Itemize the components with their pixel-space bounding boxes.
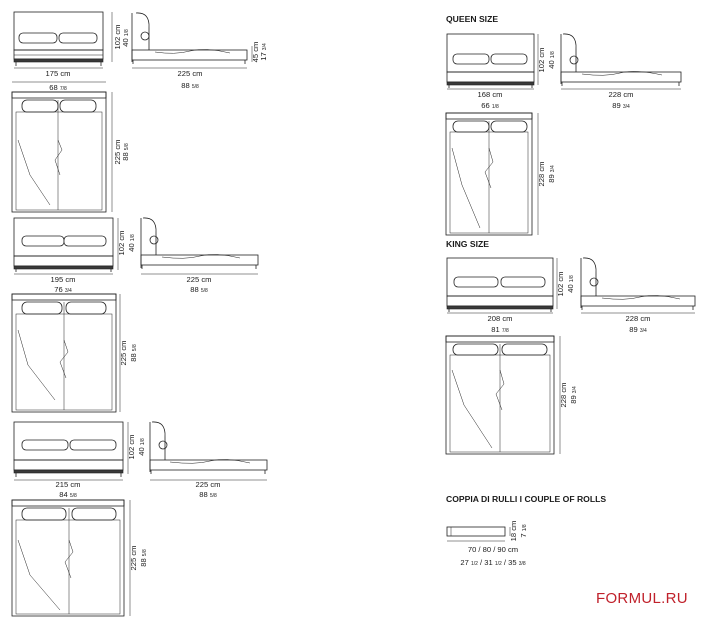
bed-195-plan-length-in: 88 5/8 (129, 344, 138, 362)
bed-195-side-length-in: 88 5/8 (190, 285, 208, 294)
queen-front-height: 102 cm (537, 48, 546, 73)
bed-195-front-width: 195 cm (51, 275, 76, 284)
king-front-height-in: 40 1/8 (566, 275, 575, 293)
king-plan-length: 228 cm (559, 383, 568, 408)
bed-215-side-length-in: 88 5/8 (199, 490, 217, 499)
bed-195-front-height: 102 cm (117, 231, 126, 256)
bed-195-front-height-in: 40 1/8 (127, 234, 136, 252)
bed-195-side-view (140, 217, 259, 269)
queen-plan-length-in: 89 3/4 (547, 165, 556, 183)
bed-195-side-length: 225 cm (187, 275, 212, 284)
bed-195-plan-view (11, 293, 117, 413)
king-front-height: 102 cm (556, 272, 565, 297)
bed-215-side-length: 225 cm (196, 480, 221, 489)
rolls-title: COPPIA DI RULLI I COUPLE OF ROLLS (446, 494, 606, 504)
bed-195-plan-width-in: 76 3/4 (54, 285, 72, 294)
bed-175-front-height: 102 cm (113, 25, 122, 50)
king-plan-view (445, 335, 555, 455)
bed-215-side-view (149, 421, 268, 474)
bed-215-front-width: 215 cm (56, 480, 81, 489)
king-plan-length-in: 89 3/4 (569, 386, 578, 404)
queen-side-length-in: 89 3/4 (612, 101, 630, 110)
bed-215-plan-width-in: 84 5/8 (59, 490, 77, 499)
roll-diameter: 18 cm (509, 521, 518, 542)
roll-length: 70 / 80 / 90 cm (468, 545, 518, 554)
queen-side-length: 228 cm (609, 90, 634, 99)
bed-175-front-width: 175 cm (46, 69, 71, 78)
bed-175-side-length-in: 88 5/8 (181, 81, 199, 90)
king-size-title: KING SIZE (446, 239, 489, 249)
queen-front-height-in: 40 1/8 (547, 51, 556, 69)
bed-175-front-height-in: 40 1/8 (121, 29, 130, 47)
bed-215-front-height: 102 cm (127, 435, 136, 460)
bed-175-plan-length-in: 88 5/8 (121, 143, 130, 161)
bed-175-plan-width-in: 68 7/8 (49, 83, 67, 92)
king-front-width: 208 cm (488, 314, 513, 323)
roll-drawing (446, 526, 506, 537)
king-front-width-in: 81 7/8 (491, 325, 509, 334)
bed-215-plan-length-in: 88 5/8 (139, 549, 148, 567)
queen-plan-view (445, 112, 533, 236)
roll-diameter-in: 7 1/8 (519, 524, 528, 538)
king-side-length: 228 cm (626, 314, 651, 323)
bed-215-front-view (13, 421, 124, 477)
queen-front-width: 168 cm (478, 90, 503, 99)
queen-size-title: QUEEN SIZE (446, 14, 498, 24)
queen-front-width-in: 66 1/8 (481, 101, 499, 110)
bed-195-plan-length: 225 cm (119, 341, 128, 366)
queen-plan-length: 228 cm (537, 162, 546, 187)
bed-215-plan-length: 225 cm (129, 546, 138, 571)
roll-length-in: 27 1/2 / 31 1/2 / 35 3/8 (460, 558, 525, 567)
bed-215-front-height-in: 40 1/8 (137, 438, 146, 456)
queen-front-view (446, 33, 535, 88)
bed-195-front-view (13, 217, 114, 272)
queen-side-view (560, 33, 682, 86)
bed-175-front-view (13, 11, 104, 66)
bed-175-seat-height-in: 17 3/4 (259, 43, 268, 61)
king-side-length-in: 89 3/4 (629, 325, 647, 334)
bed-175-seat-height: 45 cm (251, 42, 260, 63)
bed-175-side-view (131, 12, 248, 64)
bed-175-plan-length: 225 cm (113, 140, 122, 165)
king-side-view (580, 257, 696, 310)
bed-175-side-length: 225 cm (178, 69, 203, 78)
bed-175-plan-view (11, 91, 107, 213)
bed-215-plan-view (11, 499, 125, 617)
brand-watermark: FORMUL.RU (596, 590, 688, 607)
king-front-view (446, 257, 554, 312)
